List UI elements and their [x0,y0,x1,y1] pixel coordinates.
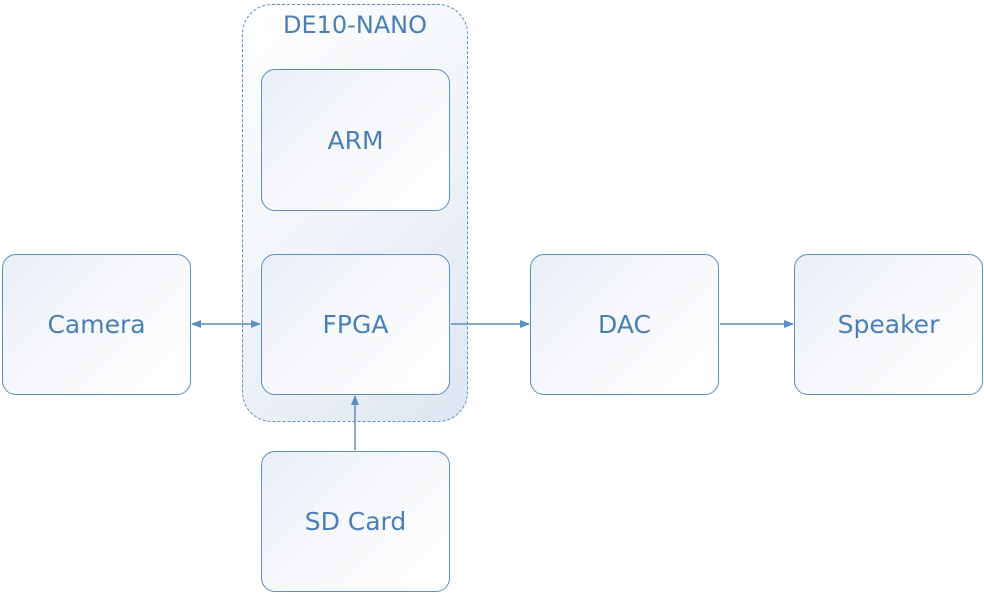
sd-card-label: SD Card [304,507,407,536]
camera-label: Camera [47,310,146,339]
de10-nano-group-title: DE10-NANO [282,11,428,39]
arm-label: ARM [327,125,384,155]
fpga-label: FPGA [322,310,389,339]
speaker-label: Speaker [837,310,940,339]
sd-card-block: SD Card [261,451,450,592]
camera-block: Camera [2,254,191,395]
speaker-block: Speaker [794,254,983,395]
fpga-block: FPGA [261,254,450,395]
dac-block: DAC [530,254,719,395]
dac-label: DAC [598,310,651,339]
arm-block: ARM [261,69,450,211]
